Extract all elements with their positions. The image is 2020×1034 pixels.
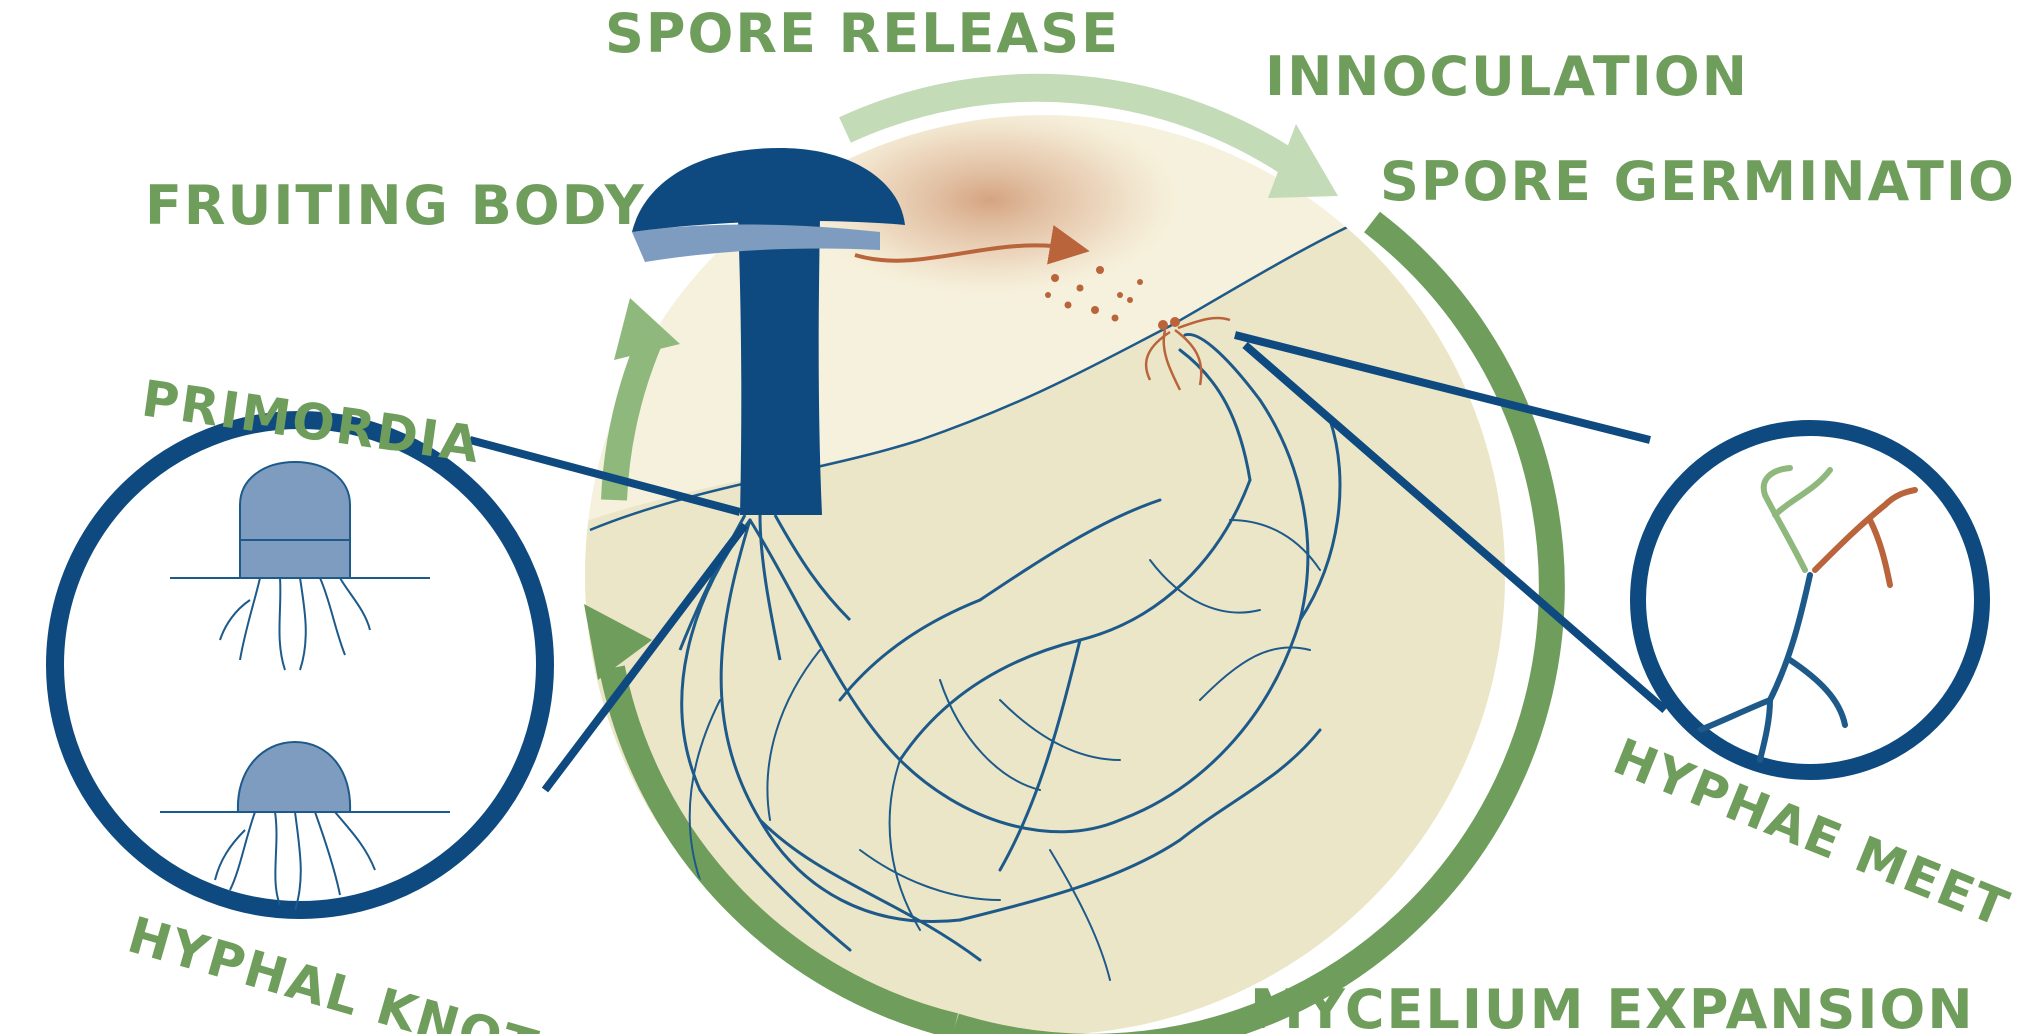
label-hyphal-knot: HYPHAL KNOT <box>122 906 545 1034</box>
label-fruiting-body: FRUITING BODY <box>145 174 646 237</box>
label-spore-germination: SPORE GERMINATION <box>1380 150 2020 213</box>
label-mycelium-expansion: MYCELIUM EXPANSION <box>1250 978 1975 1034</box>
label-innoculation: INNOCULATION <box>1265 45 1749 108</box>
primordia-shape <box>240 462 350 578</box>
label-spore-release: SPORE RELEASE <box>605 2 1120 65</box>
mushroom-stem <box>738 218 822 515</box>
